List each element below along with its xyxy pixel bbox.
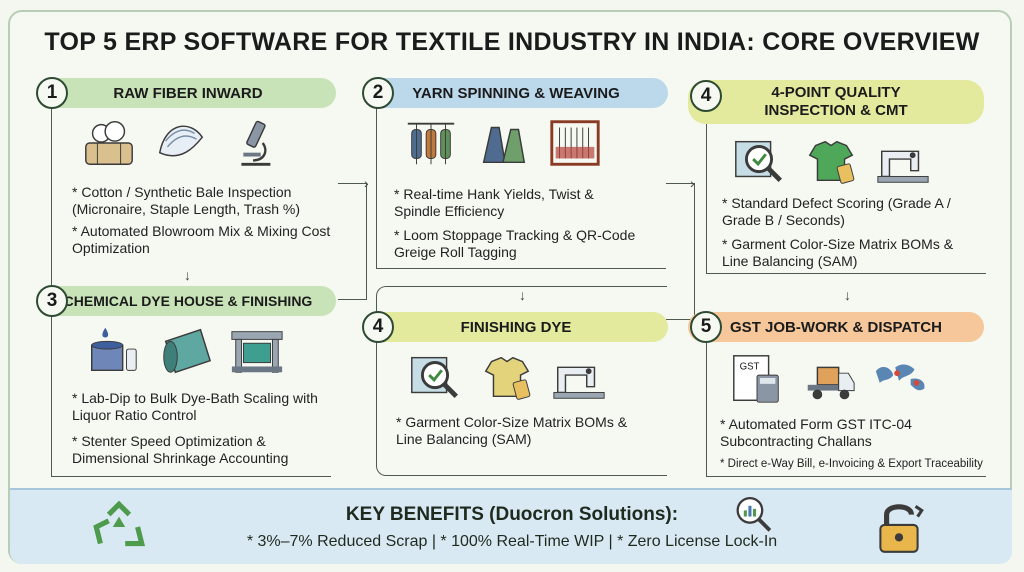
step-5-title: GST JOB-WORK & DISPATCH bbox=[730, 318, 942, 336]
finishing-dye-bullet-1: * Garment Color-Size Matrix BOMs & Line … bbox=[396, 414, 628, 447]
connector-2-bottom bbox=[376, 268, 666, 269]
connector-3-to-2 bbox=[338, 183, 367, 300]
arrow-down-2: ↓ bbox=[519, 287, 526, 303]
step-1-number: 1 bbox=[36, 77, 68, 109]
delivery-truck-icon bbox=[807, 366, 855, 400]
connector-5-left bbox=[706, 343, 707, 476]
stenter-machine-icon bbox=[231, 331, 283, 373]
arrow-down-1: ↓ bbox=[184, 267, 191, 283]
step-1-header: RAW FIBER INWARD bbox=[40, 78, 336, 108]
shirt-tag-icon bbox=[808, 140, 855, 184]
step-4-header: 4-POINT QUALITY INSPECTION & CMT bbox=[688, 80, 984, 124]
page-title: TOP 5 ERP SOFTWARE FOR TEXTILE INDUSTRY … bbox=[44, 28, 980, 56]
connector-finish-left bbox=[376, 286, 667, 476]
connector-finish-to-4 bbox=[666, 183, 695, 320]
connector-3-bottom bbox=[51, 476, 331, 477]
step-2-bullet-1: * Real-time Hank Yields, Twist & Spindle… bbox=[394, 186, 594, 219]
step-1-icons bbox=[80, 114, 282, 172]
magnifier-chart-icon bbox=[736, 496, 772, 532]
step-1-bullet-1: * Cotton / Synthetic Bale Inspection (Mi… bbox=[72, 184, 300, 217]
step-5-bullet-1: * Automated Form GST ITC-04 Subcontracti… bbox=[720, 416, 912, 449]
step-4-title: 4-POINT QUALITY INSPECTION & CMT bbox=[764, 84, 908, 119]
step-1-bullet-2: * Automated Blowroom Mix & Mixing Cost O… bbox=[72, 223, 331, 256]
step-4-bullet-1: * Standard Defect Scoring (Grade A / Gra… bbox=[722, 195, 951, 228]
finishing-dye-number: 4 bbox=[362, 311, 394, 343]
step-5-header: GST JOB-WORK & DISPATCH bbox=[688, 312, 984, 342]
connector-4-bottom bbox=[706, 273, 986, 274]
connector-4-left bbox=[706, 118, 707, 273]
spindles-icon bbox=[407, 122, 455, 165]
arrow-right-2: › bbox=[690, 175, 695, 191]
step-3-bullet-2: * Stenter Speed Optimization & Dimension… bbox=[72, 433, 289, 466]
step-1-title: RAW FIBER INWARD bbox=[113, 84, 263, 102]
sewing-machine-icon bbox=[553, 366, 605, 399]
yarn-cones-icon bbox=[482, 126, 526, 164]
step-3-number: 3 bbox=[36, 285, 68, 317]
benefits-panel bbox=[10, 488, 1012, 564]
gst-calculator-icon: GST bbox=[733, 355, 779, 403]
finishing-dye-icons bbox=[406, 348, 608, 406]
finishing-dye-header: FINISHING DYE bbox=[364, 312, 668, 342]
loom-icon bbox=[550, 120, 600, 166]
step-2-title: YARN SPINNING & WEAVING bbox=[412, 84, 620, 102]
step-2-icons bbox=[402, 114, 604, 172]
step-4-number: 4 bbox=[690, 80, 722, 112]
step-3-icons bbox=[84, 322, 286, 380]
step-3-bullet-1: * Lab-Dip to Bulk Dye-Bath Scaling with … bbox=[72, 390, 318, 423]
connector-3-down bbox=[51, 316, 52, 476]
benefits-items: * 3%–7% Reduced Scrap | * 100% Real-Time… bbox=[246, 533, 778, 550]
fabric-inspect-icon bbox=[735, 140, 782, 183]
step-5-bullet-2: * Direct e-Way Bill, e-Invoicing & Expor… bbox=[720, 458, 983, 470]
connector-1-3 bbox=[51, 108, 52, 298]
world-map-icon bbox=[875, 364, 925, 391]
fiber-icon bbox=[158, 125, 204, 157]
fabric-inspect-icon bbox=[411, 356, 458, 399]
step-5-icons: GST bbox=[728, 350, 930, 408]
step-2-bullet-2: * Loom Stoppage Tracking & QR-Code Greig… bbox=[394, 227, 636, 260]
recycle-icon bbox=[93, 500, 146, 547]
fabric-roll-icon bbox=[163, 328, 212, 374]
dye-vat-icon bbox=[91, 327, 137, 372]
microscope-icon bbox=[241, 120, 271, 166]
arrow-down-4: ↓ bbox=[844, 287, 851, 303]
step-4-icons bbox=[730, 132, 932, 190]
broken-lock-icon bbox=[879, 504, 924, 553]
step-2-header: YARN SPINNING & WEAVING bbox=[364, 78, 668, 108]
cotton-bale-icon bbox=[85, 121, 133, 165]
step-5-number: 5 bbox=[690, 311, 722, 343]
step-4-bullet-2: * Garment Color-Size Matrix BOMs & Line … bbox=[722, 236, 954, 269]
step-3-header: CHEMICAL DYE HOUSE & FINISHING bbox=[40, 286, 336, 316]
step-2-number: 2 bbox=[362, 77, 394, 109]
benefits-title: KEY BENEFITS (Duocron Solutions): bbox=[345, 504, 679, 525]
shirt-tag-icon bbox=[484, 356, 531, 400]
arrow-right-1: › bbox=[364, 175, 369, 191]
step-3-title: CHEMICAL DYE HOUSE & FINISHING bbox=[63, 293, 313, 309]
sewing-machine-icon bbox=[877, 150, 929, 183]
finishing-dye-title: FINISHING DYE bbox=[460, 318, 572, 336]
connector-5-bottom bbox=[706, 476, 986, 477]
svg-text:GST: GST bbox=[740, 361, 760, 372]
connector-2-left bbox=[376, 108, 377, 268]
